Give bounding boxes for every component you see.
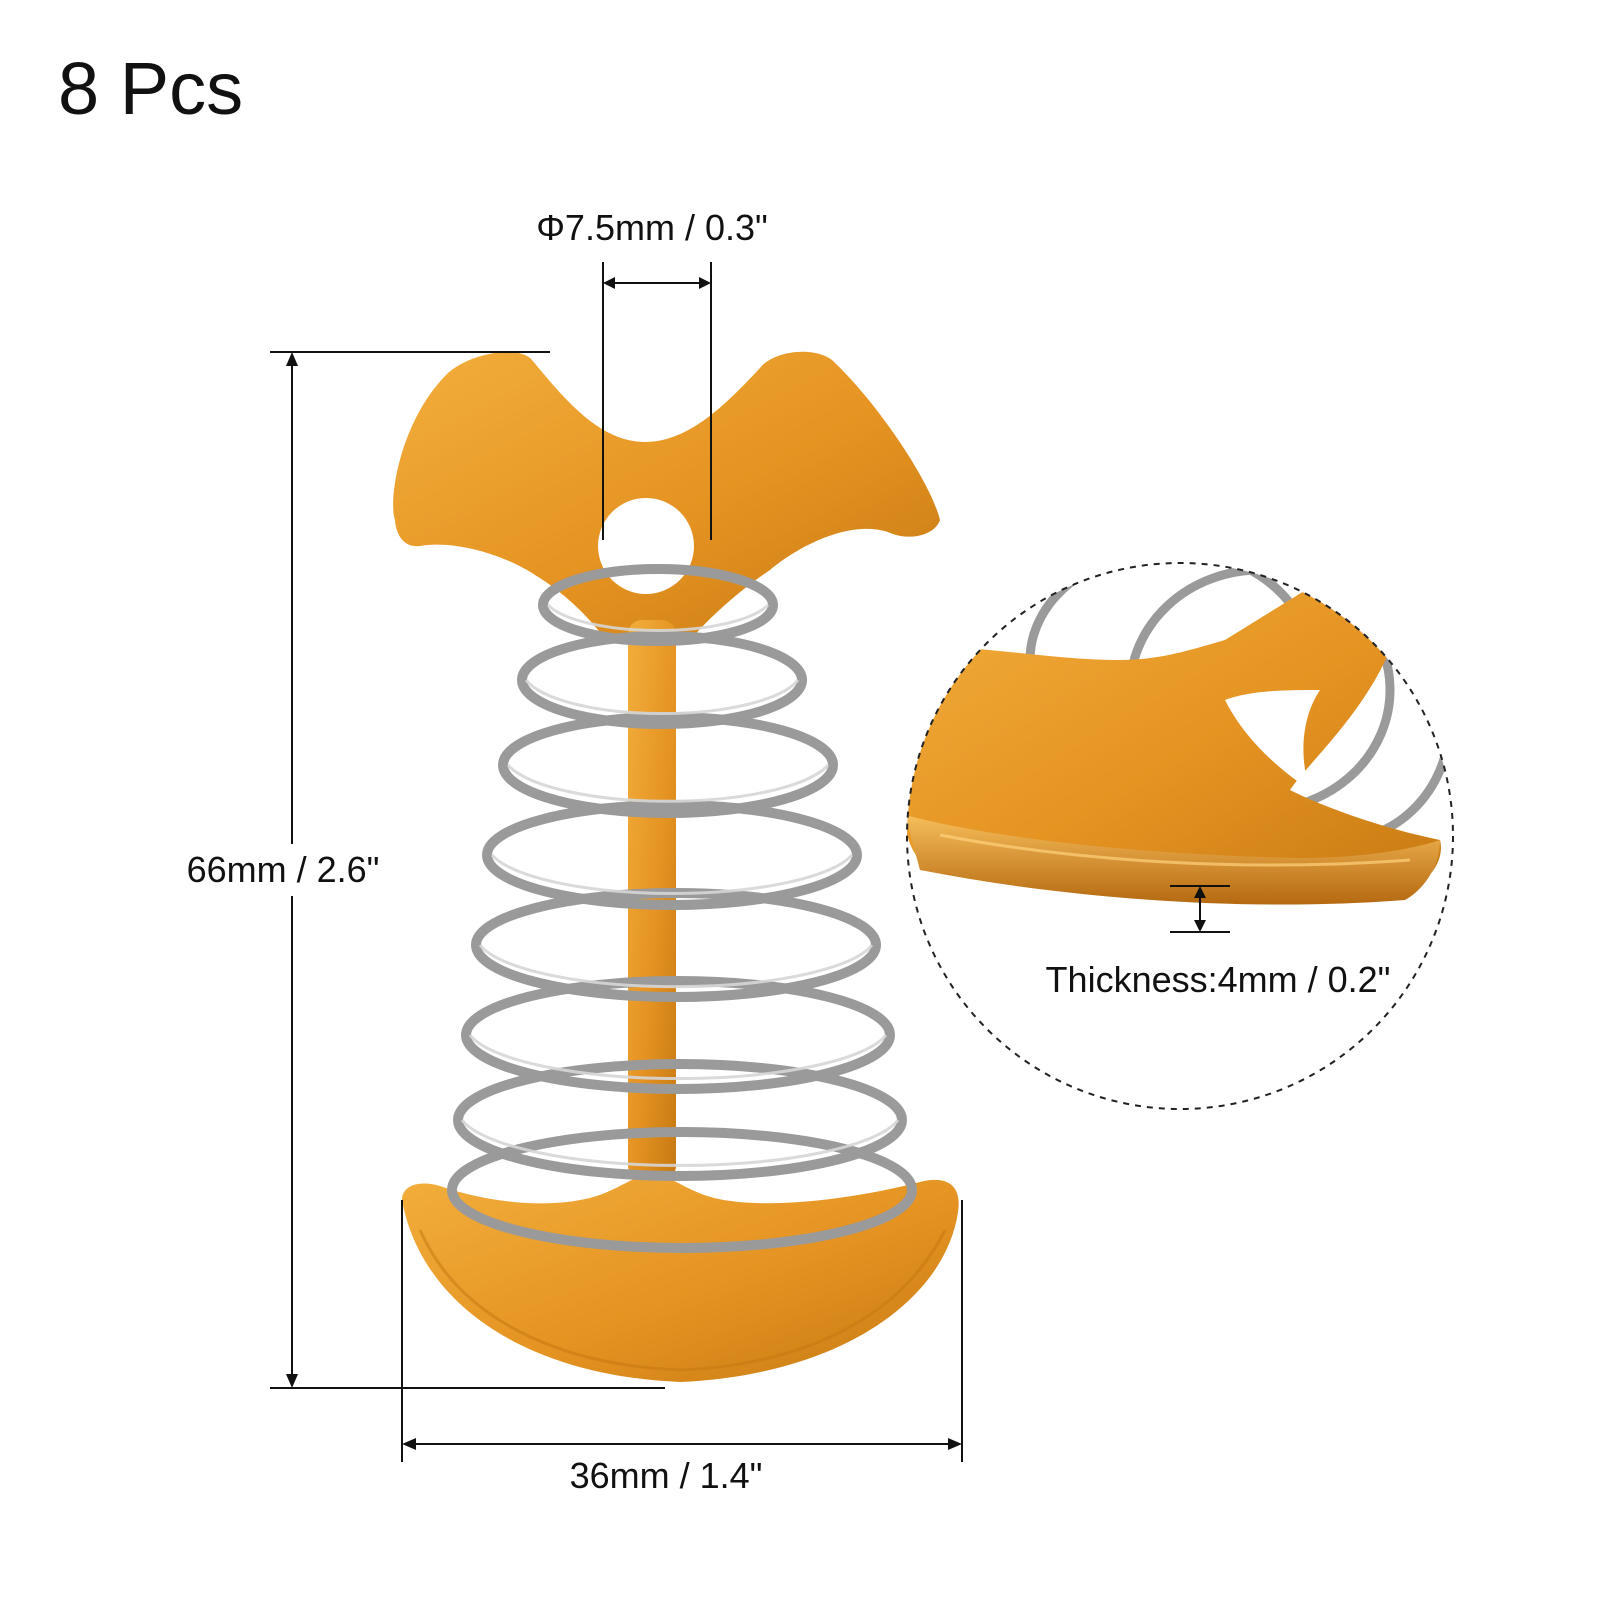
width-label: 36mm / 1.4" [569,1455,763,1496]
detail-magnifier [906,562,1454,1110]
thickness-dimension [1170,885,1230,933]
spring-coil [482,800,862,910]
anchor-top-plate [393,351,940,640]
spring-coil [453,1059,907,1181]
height-label: 66mm / 2.6" [182,844,384,896]
anchor-hole [598,498,694,594]
hole-dimension [602,262,712,540]
hole-diameter-label: Φ7.5mm / 0.3" [536,207,768,248]
spring [447,564,917,1253]
anchor-bottom-plate [402,1175,959,1382]
spring-coil [498,712,838,818]
spring-coil [517,631,807,729]
deck-anchor [393,351,959,1382]
spring-coil [461,976,895,1094]
thickness-label: Thickness:4mm / 0.2" [1045,959,1391,1000]
spring-coil [447,1127,917,1253]
quantity-title: 8 Pcs [58,47,244,130]
width-dimension [401,1200,963,1462]
detail-anchor-plate [907,572,1441,896]
